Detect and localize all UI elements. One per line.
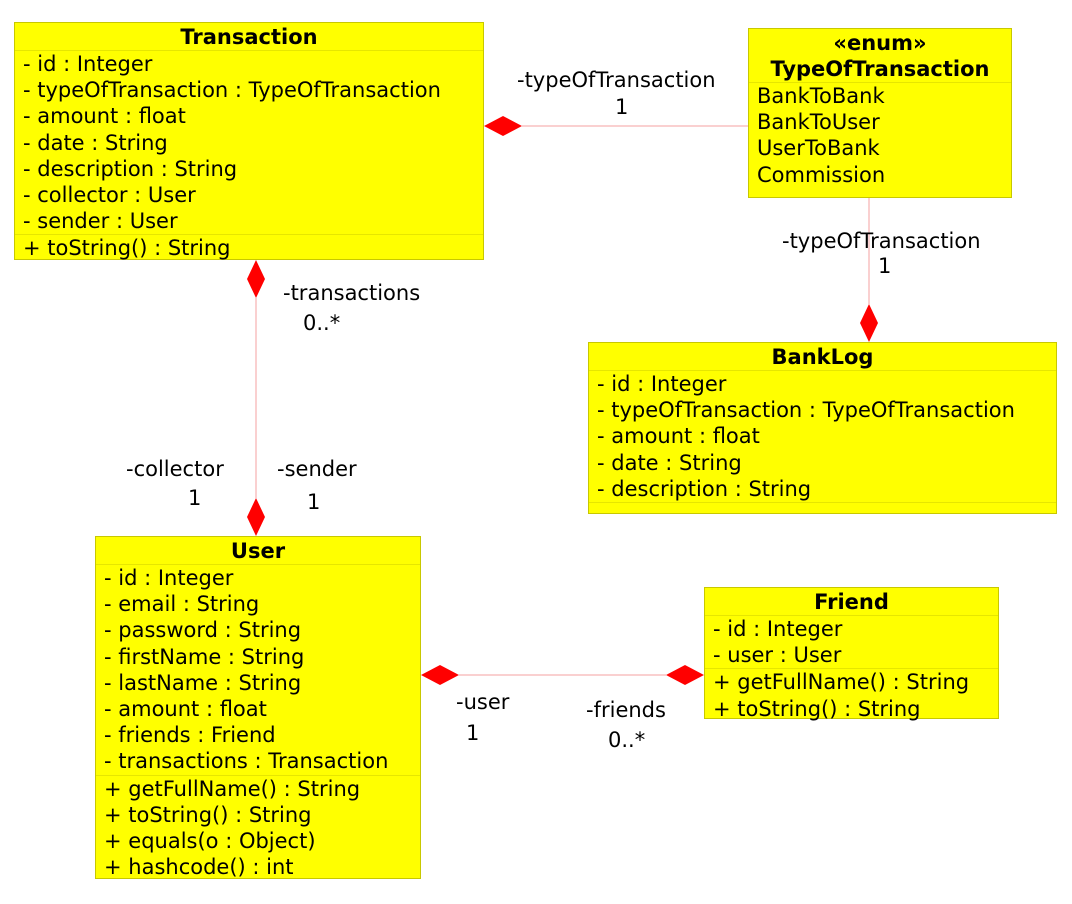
multiplicity-label-friends: 0..* <box>608 728 646 752</box>
operation: + getFullName() : String <box>104 776 361 801</box>
attribute: - amount : float <box>104 697 267 722</box>
composition-diamond-user-right <box>421 665 459 685</box>
attribute: - password : String <box>104 618 302 643</box>
attribute: - firstName : String <box>104 644 305 669</box>
composition-diamond-transaction-type <box>484 116 522 136</box>
multiplicity-label-banklog-type: 1 <box>878 254 892 278</box>
operation: + hashcode() : int <box>104 855 294 880</box>
role-label-user: -user <box>456 690 510 714</box>
attribute: - description : String <box>23 156 238 181</box>
operation: + getFullName() : String <box>713 670 970 695</box>
class-name-banklog: BankLog <box>589 343 1056 371</box>
attributes-compartment: - id : Integer - user : User <box>705 616 998 670</box>
enum-literal: UserToBank <box>757 136 880 161</box>
enum-type-of-transaction[interactable]: «enum» TypeOfTransaction BankToBank Bank… <box>748 28 1012 198</box>
attribute: - friends : Friend <box>104 723 276 748</box>
attribute: - transactions : Transaction <box>104 749 389 774</box>
multiplicity-label-sender: 1 <box>307 490 321 514</box>
multiplicity-label-transaction-type: 1 <box>615 95 629 119</box>
multiplicity-label-transactions: 0..* <box>303 311 341 335</box>
role-label-banklog-type: -typeOfTransaction <box>782 229 981 253</box>
attribute: - date : String <box>597 450 742 475</box>
class-name-friend: Friend <box>705 588 998 616</box>
role-label-sender: -sender <box>277 457 357 481</box>
role-label-friends: -friends <box>586 698 666 722</box>
operations-compartment: + getFullName() : String + toString() : … <box>705 669 998 721</box>
class-name-user: User <box>96 537 420 565</box>
class-transaction[interactable]: Transaction - id : Integer - typeOfTrans… <box>14 22 484 260</box>
attribute: - lastName : String <box>104 670 302 695</box>
class-friend[interactable]: Friend - id : Integer - user : User + ge… <box>704 587 999 721</box>
attribute: - id : Integer <box>23 52 153 76</box>
attributes-compartment: - id : Integer - typeOfTransaction : Typ… <box>589 371 1056 504</box>
attribute: - date : String <box>23 130 168 155</box>
composition-diamond-friend-left <box>666 665 704 685</box>
attribute: - typeOfTransaction : TypeOfTransaction <box>597 398 1015 423</box>
class-name-type-of-transaction: TypeOfTransaction <box>749 56 1011 83</box>
attributes-compartment: - id : Integer - email : String - passwo… <box>96 565 420 776</box>
composition-diamond-user-top <box>247 498 265 536</box>
class-user[interactable]: User - id : Integer - email : String - p… <box>95 536 421 879</box>
enum-literal: Commission <box>757 162 886 187</box>
enum-literal: BankToBank <box>757 84 885 108</box>
attribute: - user : User <box>713 643 842 668</box>
attributes-compartment: - id : Integer - typeOfTransaction : Typ… <box>15 51 483 236</box>
role-label-transaction-type: -typeOfTransaction <box>517 68 716 92</box>
operation: + toString() : String <box>23 236 231 261</box>
attribute: - id : Integer <box>597 372 727 396</box>
attribute: - id : Integer <box>104 566 234 590</box>
composition-diamond-banklog-type <box>860 304 878 342</box>
composition-diamond-transaction-top <box>247 260 265 298</box>
role-label-transactions: -transactions <box>283 281 421 305</box>
attribute: - amount : float <box>597 424 760 449</box>
attribute: - sender : User <box>23 209 178 234</box>
role-label-collector: -collector <box>126 457 224 481</box>
attribute: - description : String <box>597 476 812 501</box>
operation: + equals(o : Object) <box>104 829 316 854</box>
operations-compartment: + toString() : String <box>15 235 483 261</box>
multiplicity-label-collector: 1 <box>188 486 202 510</box>
enum-stereotype: «enum» <box>833 31 927 55</box>
class-banklog[interactable]: BankLog - id : Integer - typeOfTransacti… <box>588 342 1057 514</box>
operations-compartment: + getFullName() : String + toString() : … <box>96 776 420 881</box>
attribute: - email : String <box>104 592 260 617</box>
literals-compartment: BankToBank BankToUser UserToBank Commiss… <box>749 83 1011 188</box>
multiplicity-label-user: 1 <box>466 721 480 745</box>
attribute: - id : Integer <box>713 617 843 641</box>
class-name-transaction: Transaction <box>15 23 483 51</box>
enum-literal: BankToUser <box>757 110 880 135</box>
operation: + toString() : String <box>713 696 921 721</box>
attribute: - collector : User <box>23 183 196 208</box>
attribute: - amount : float <box>23 104 186 129</box>
attribute: - typeOfTransaction : TypeOfTransaction <box>23 78 441 103</box>
operation: + toString() : String <box>104 802 312 827</box>
